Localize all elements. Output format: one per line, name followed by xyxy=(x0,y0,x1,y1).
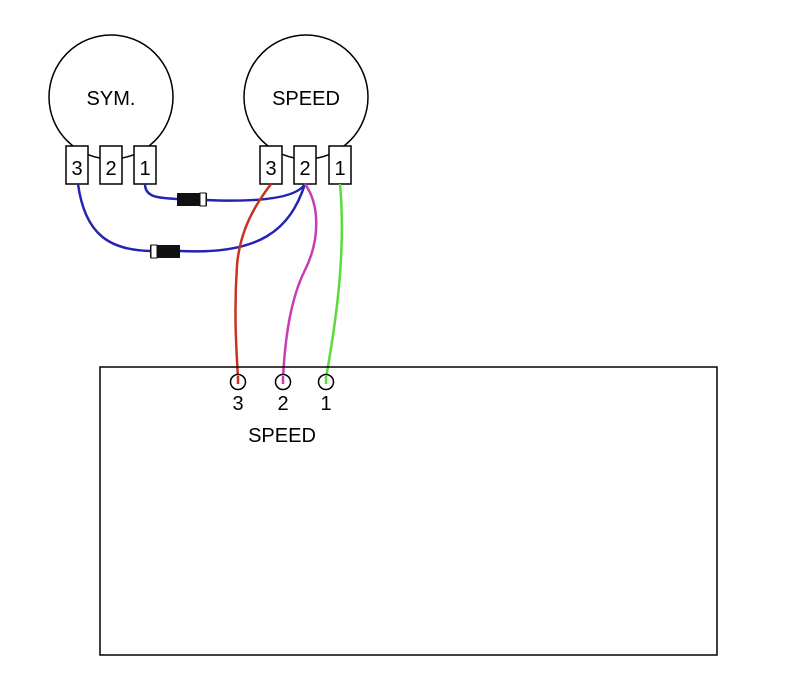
sym-pin-3-label: 3 xyxy=(71,158,82,180)
board-pad-3-label: 3 xyxy=(232,393,243,415)
diode-upper-band xyxy=(199,192,207,207)
speed-pot-label: SPEED xyxy=(272,88,340,110)
sym-pin-1-label: 1 xyxy=(139,158,150,180)
speed-pin-2-label: 2 xyxy=(299,158,310,180)
sym-pin-3 xyxy=(65,145,89,185)
sym-pin-2-label: 2 xyxy=(105,158,116,180)
board-pad-1-label: 1 xyxy=(320,393,331,415)
wire-sym3-to-speed2 xyxy=(76,183,307,253)
sym-potentiometer: SYM. 3 2 1 xyxy=(48,34,174,185)
wire-sym1-to-speed2 xyxy=(143,183,307,202)
speed-pin-1-label: 1 xyxy=(334,158,345,180)
blue-wires xyxy=(76,183,307,259)
speed-pin-3-label: 3 xyxy=(265,158,276,180)
diode-lower-band xyxy=(150,244,158,259)
diode-upper xyxy=(177,192,207,207)
board-speed-label: SPEED xyxy=(248,425,316,447)
wire-magenta-pin2 xyxy=(281,183,318,379)
speed-potentiometer: SPEED 3 2 1 xyxy=(243,34,369,185)
sym-pin-2 xyxy=(99,145,123,185)
diode-lower xyxy=(150,244,180,259)
board-outline xyxy=(99,366,718,656)
circuit-board: 3 2 1 SPEED xyxy=(99,366,718,656)
wire-green-pin1 xyxy=(324,183,344,379)
board-pad-2-label: 2 xyxy=(277,393,288,415)
wire-red-pin3 xyxy=(234,183,272,379)
sym-pot-label: SYM. xyxy=(87,88,136,110)
